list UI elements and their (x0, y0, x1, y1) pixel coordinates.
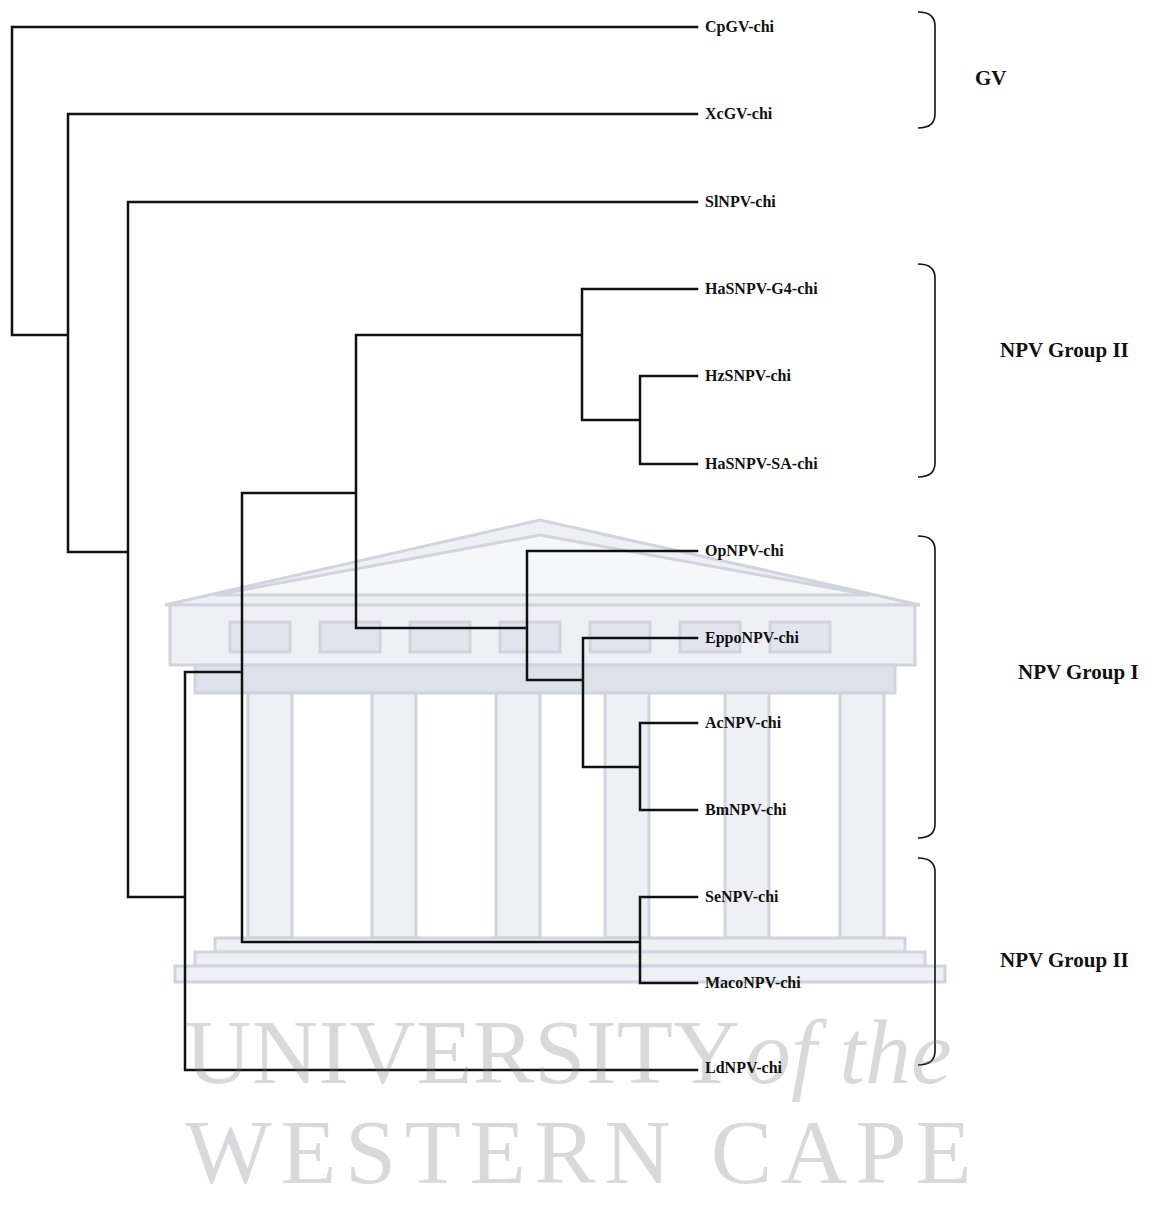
watermark-text: of the (745, 1006, 952, 1098)
tip-label: MacoNPV-chi (705, 975, 801, 991)
tip-label: AcNPV-chi (705, 715, 781, 731)
tip-label: HaSNPV-G4-chi (705, 281, 818, 297)
tip-label: SlNPV-chi (705, 194, 776, 210)
group-label: NPV Group II (1000, 340, 1129, 361)
tip-label: LdNPV-chi (705, 1060, 782, 1076)
tip-label: CpGV-chi (705, 19, 774, 35)
bracket (918, 12, 935, 128)
group-brackets (918, 12, 935, 1065)
group-label: GV (975, 68, 1007, 89)
tip-label: HzSNPV-chi (705, 368, 791, 384)
tip-label: HaSNPV-SA-chi (705, 456, 818, 472)
tip-label: OpNPV-chi (705, 543, 784, 559)
tip-label: BmNPV-chi (705, 802, 786, 818)
group-label: NPV Group I (1018, 662, 1139, 683)
watermark-text: UNIVERSITY (185, 1006, 740, 1098)
group-label: NPV Group II (1000, 950, 1129, 971)
tree-branches-path (12, 27, 697, 1070)
bracket (918, 536, 935, 838)
tip-label: SeNPV-chi (705, 889, 778, 905)
watermark-text: WESTERN CAPE (185, 1106, 980, 1198)
tip-label: XcGV-chi (705, 106, 772, 122)
tip-label: EppoNPV-chi (705, 630, 799, 646)
bracket (918, 264, 935, 477)
